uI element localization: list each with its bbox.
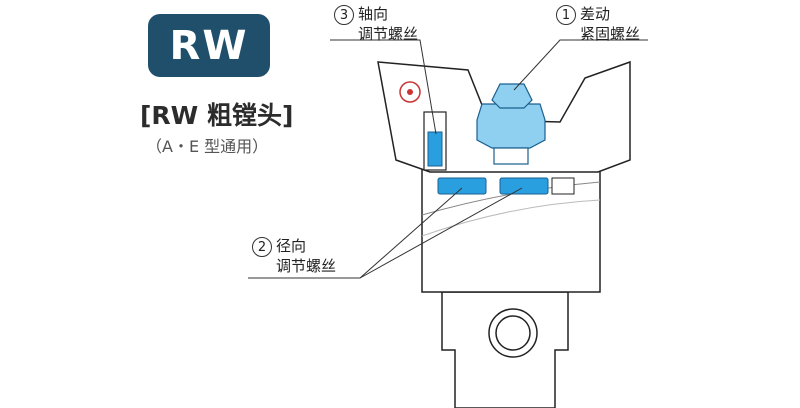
diff-screw-socket xyxy=(491,83,533,109)
page-title: [RW 粗镗头] xyxy=(140,101,294,130)
callout-number: 2 xyxy=(252,237,272,257)
leader-1 xyxy=(513,39,648,91)
callout-number: 1 xyxy=(556,5,576,25)
callout-label: 调节螺丝 xyxy=(358,25,419,43)
callout-axial-screw: 3 轴向 调节螺丝 xyxy=(334,4,418,44)
callout-label: 紧固螺丝 xyxy=(580,25,641,43)
leader-2b xyxy=(359,187,523,279)
callout-number: 3 xyxy=(334,5,354,25)
leader-3 xyxy=(330,39,437,135)
insert-screw-center xyxy=(407,89,413,95)
callout-radial-screw: 2 径向 调节螺丝 xyxy=(252,236,336,276)
page-subtitle: （A・E 型通用） xyxy=(146,137,269,156)
callout-label: 差动 xyxy=(580,5,611,23)
axial-screw xyxy=(427,131,443,167)
shank-hole-inner xyxy=(495,315,531,351)
callout-label: 径向 xyxy=(276,237,307,255)
callout-label: 轴向 xyxy=(358,5,389,23)
radial-screw-end xyxy=(551,177,575,195)
callout-label: 调节螺丝 xyxy=(276,257,337,275)
diff-screw-head xyxy=(476,103,546,149)
model-badge: RW xyxy=(148,14,270,77)
radial-screw-right xyxy=(499,177,549,195)
diff-screw-shank xyxy=(493,147,529,165)
callout-diff-screw: 1 差动 紧固螺丝 xyxy=(556,4,640,44)
radial-screw-left xyxy=(437,177,487,195)
body-taper-line-2 xyxy=(421,199,601,237)
